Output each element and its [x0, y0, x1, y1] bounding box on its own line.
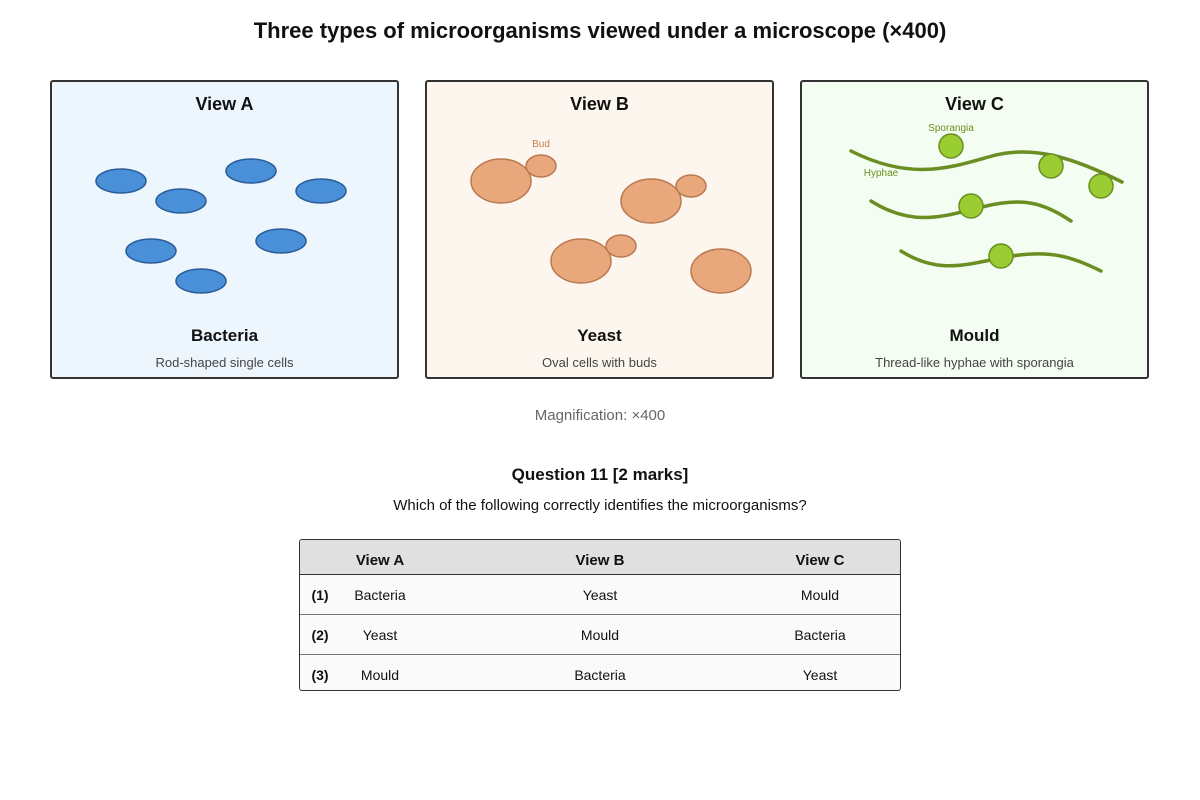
panel-b-name: Yeast [577, 326, 622, 345]
panel-view-a: View A Bacteria Rod-shaped single cells [50, 80, 399, 379]
yeast-cell [620, 178, 682, 224]
option-view-a: Mould [360, 667, 400, 683]
option-view-c: Bacteria [794, 627, 846, 643]
question-text: Which of the following correctly identif… [393, 497, 807, 514]
panel-view-c: View C Sporangia Hyphae Mould Thread-lik… [800, 80, 1149, 379]
panel-b-title: View B [570, 94, 629, 114]
yeast-bud [605, 234, 637, 258]
sporangium [938, 133, 964, 159]
option-view-a: Bacteria [354, 587, 406, 603]
magnification-note: Magnification: ×400 [534, 407, 666, 424]
sporangium [1038, 153, 1064, 179]
option-number: (2) [311, 627, 329, 643]
table-row[interactable]: (2) Yeast Mould Bacteria [300, 615, 900, 655]
sporangium [1088, 173, 1114, 199]
yeast-bud [525, 154, 557, 178]
panel-c-name: Mould [949, 326, 1000, 345]
option-view-c: Yeast [802, 667, 838, 683]
yeast-cell [690, 248, 752, 294]
panel-c-description: Thread-like hyphae with sporangia [875, 355, 1074, 370]
option-number: (3) [311, 667, 329, 683]
bud-label: Bud [532, 139, 550, 150]
yeast-illustration: Bud [470, 139, 752, 294]
bacterium-cell [175, 268, 227, 294]
table-row[interactable]: (3) Mould Bacteria Yeast [300, 655, 900, 690]
bacterium-cell [255, 228, 307, 254]
answer-options-table: View A View B View C (1) Bacteria Yeast … [299, 539, 901, 691]
sporangia-label: Sporangia [928, 123, 974, 134]
option-view-a: Yeast [362, 627, 398, 643]
table-row[interactable]: (1) Bacteria Yeast Mould [300, 575, 900, 615]
panel-a-description: Rod-shaped single cells [155, 355, 294, 370]
question-title: Question 11 [2 marks] [511, 465, 689, 484]
panel-view-b: View B Bud Yeast Oval cells with buds [425, 80, 774, 379]
bacterium-cell [155, 188, 207, 214]
sporangium [988, 243, 1014, 269]
bacterium-cell [95, 168, 147, 194]
panel-b-description: Oval cells with buds [542, 355, 657, 370]
yeast-cell [550, 238, 612, 284]
option-view-b: Yeast [582, 587, 618, 603]
sporangium [958, 193, 984, 219]
header-view-b: View B [575, 552, 625, 569]
yeast-cell [470, 158, 532, 204]
hyphae-label: Hyphae [864, 168, 899, 179]
header-view-a: View A [355, 552, 405, 569]
bacterium-cell [225, 158, 277, 184]
mould-illustration: Sporangia Hyphae [849, 123, 1124, 273]
option-number: (1) [311, 587, 329, 603]
panel-a-title: View A [195, 94, 254, 114]
table-header: View A View B View C [300, 540, 900, 575]
panel-c-title: View C [945, 94, 1004, 114]
yeast-bud [675, 174, 707, 198]
option-view-b: Bacteria [574, 667, 626, 683]
page-title: Three types of microorganisms viewed und… [253, 18, 947, 43]
header-view-c: View C [795, 552, 845, 569]
bacterium-cell [125, 238, 177, 264]
bacterium-cell [295, 178, 347, 204]
panel-a-name: Bacteria [190, 326, 259, 345]
option-view-c: Mould [800, 587, 840, 603]
bacteria-illustration [95, 158, 347, 294]
hypha [849, 149, 1124, 184]
option-view-b: Mould [580, 627, 620, 643]
